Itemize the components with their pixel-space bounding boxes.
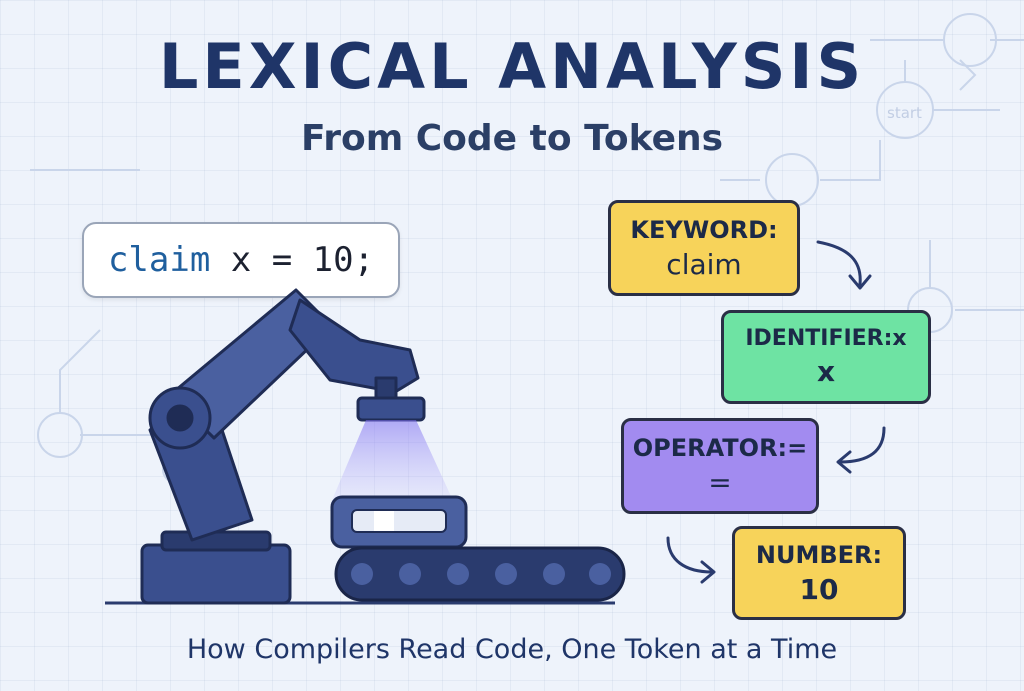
page-subtitle: From Code to Tokens: [300, 118, 724, 159]
arrow-identifier-to-operator: [838, 426, 886, 464]
conveyor-roller: [589, 563, 611, 585]
code-rest: x = 10;: [210, 240, 375, 280]
scanner-head: [356, 396, 426, 422]
source-code-box: claim x = 10;: [82, 222, 400, 298]
token-keyword: KEYWORD: claim: [608, 200, 800, 296]
token-value: x: [816, 355, 836, 388]
code-keyword: claim: [107, 240, 211, 280]
token-label: OPERATOR:=: [632, 433, 808, 462]
conveyor-roller: [351, 563, 373, 585]
token-value: claim: [666, 247, 742, 281]
arrow-keyword-to-identifier: [816, 240, 862, 286]
token-identifier: IDENTIFIER:x x: [721, 310, 931, 404]
arrow-head-icon: [836, 450, 852, 474]
robot-base-top: [160, 530, 272, 552]
conveyor-body: [334, 546, 626, 602]
token-block-highlight: [374, 511, 394, 531]
robot-head: [288, 298, 420, 394]
scan-beam: [330, 420, 455, 505]
token-block-window: [351, 509, 447, 533]
conveyor-belt: [334, 546, 626, 602]
token-operator: OPERATOR:= =: [621, 418, 819, 514]
arrow-head-icon: [848, 274, 872, 290]
footer-tagline: How Compilers Read Code, One Token at a …: [186, 634, 838, 665]
token-block: [330, 495, 468, 549]
arrow-head-icon: [700, 560, 716, 584]
robot-joint-pin: [166, 404, 194, 432]
token-value: =: [708, 465, 732, 499]
token-label: NUMBER:: [755, 540, 883, 569]
conveyor-roller: [399, 563, 421, 585]
bg-state-label: start: [887, 104, 922, 122]
token-number: NUMBER: 10: [732, 526, 906, 620]
token-label: KEYWORD:: [630, 215, 778, 244]
arrow-operator-to-number: [666, 536, 714, 574]
robot-arm: [140, 288, 426, 605]
page-title: LEXICAL ANALYSIS: [158, 30, 866, 103]
token-label: IDENTIFIER:x: [745, 326, 907, 351]
conveyor-roller: [495, 563, 517, 585]
conveyor-roller: [447, 563, 469, 585]
conveyor-roller: [543, 563, 565, 585]
robot-base: [140, 543, 292, 605]
token-value: 10: [799, 572, 839, 606]
